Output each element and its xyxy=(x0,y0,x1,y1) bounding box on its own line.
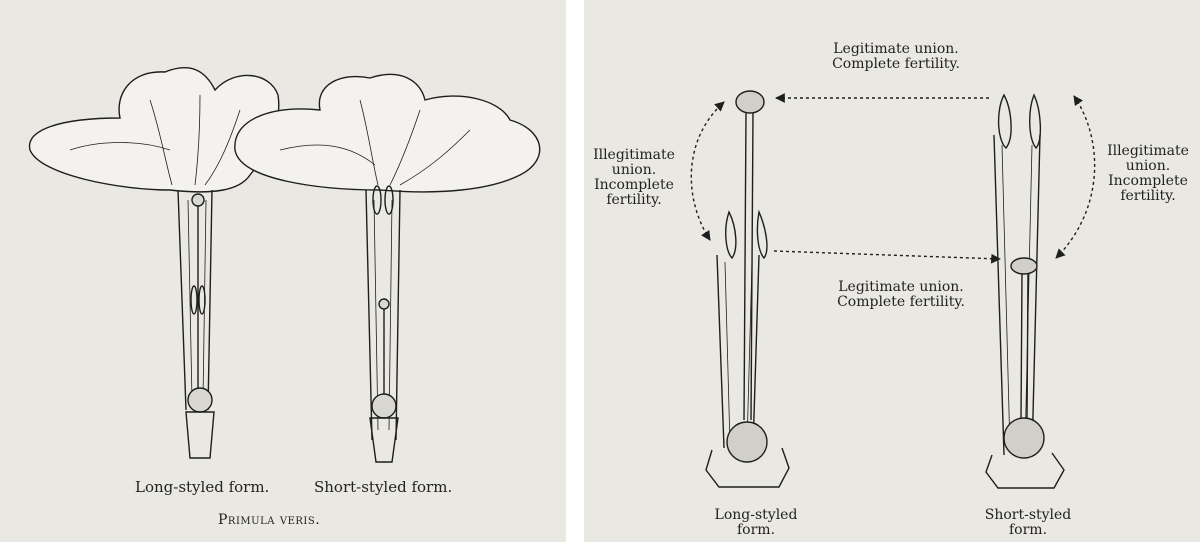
label-legitimate-bottom: Legitimate union. Complete fertility. xyxy=(806,280,996,310)
union-diagram xyxy=(584,0,1200,542)
plate-union-diagram: Legitimate union. Complete fertility. Le… xyxy=(584,0,1200,542)
plate-primula-flowers: Long-styled form. Short-styled form. Pri… xyxy=(0,0,566,542)
caption-short-styled-form: Short-styled form. xyxy=(314,478,452,496)
short-styled-flower xyxy=(235,74,540,462)
flower-engraving xyxy=(0,0,566,542)
label-legitimate-top: Legitimate union. Complete fertility. xyxy=(801,42,991,72)
species-title: Primula veris. xyxy=(218,512,320,528)
arrow-illegitimate-left xyxy=(691,102,724,240)
short-styled-flower-section xyxy=(986,95,1064,488)
label-short-styled-form: Short-styled form. xyxy=(968,508,1088,538)
long-styled-flower-section xyxy=(706,91,789,487)
arrow-legitimate-bottom xyxy=(774,251,1000,259)
label-long-styled-form: Long-styled form. xyxy=(696,508,816,538)
long-styled-flower xyxy=(30,68,279,458)
caption-long-styled-form: Long-styled form. xyxy=(135,478,269,496)
label-illegitimate-right: Illegitimate union. Incomplete fertility… xyxy=(1096,144,1200,204)
label-illegitimate-left: Illegitimate union. Incomplete fertility… xyxy=(584,148,684,208)
arrow-illegitimate-right xyxy=(1056,96,1095,258)
